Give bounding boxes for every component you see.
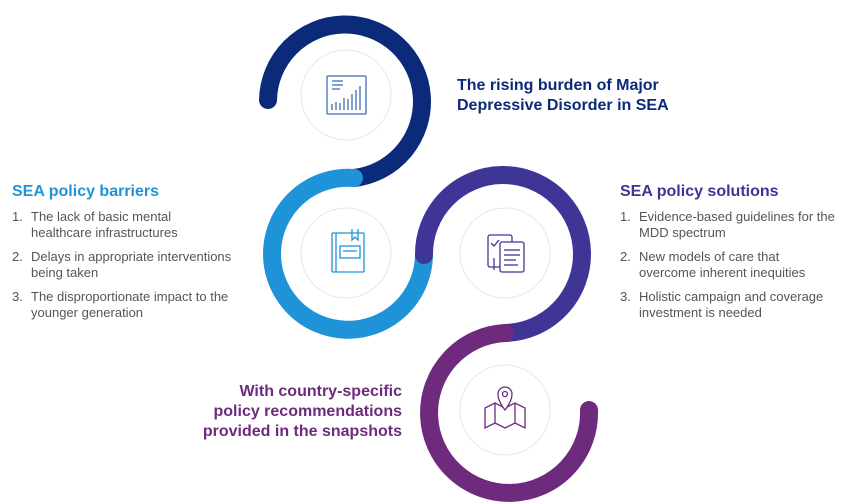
- item-number: 2.: [620, 249, 631, 264]
- top-heading-line: The rising burden of Major: [457, 77, 659, 94]
- list-item: 1. The lack of basic mental healthcare i…: [12, 209, 257, 241]
- item-text-line: MDD spectrum: [639, 225, 726, 240]
- checklist-document-icon: [487, 234, 525, 273]
- map-pin-icon: [484, 386, 526, 430]
- bar-chart-document-icon: [326, 75, 367, 115]
- ribbon-purple: [420, 324, 599, 502]
- bottom-heading-line: With country-specific: [239, 383, 402, 400]
- ribbon-light-blue: [263, 168, 433, 339]
- barriers-list: 1. The lack of basic mental healthcare i…: [12, 209, 257, 329]
- top-heading: The rising burden of Major Depressive Di…: [457, 76, 717, 116]
- item-text-line: being taken: [31, 265, 99, 280]
- book-icon: [331, 229, 365, 273]
- item-text-line: New models of care that: [639, 249, 780, 264]
- bottom-heading-line: provided in the snapshots: [202, 423, 402, 440]
- item-number: 1.: [12, 209, 23, 224]
- ribbon-indigo: [414, 166, 591, 342]
- list-item: 1. Evidence-based guidelines for the MDD…: [620, 209, 848, 241]
- ribbon-navy: [259, 15, 431, 187]
- circle-left: [300, 207, 392, 299]
- circle-top: [300, 49, 392, 141]
- item-text-line: The disproportionate impact to the: [31, 289, 229, 304]
- list-item: 2. Delays in appropriate interventions b…: [12, 249, 257, 281]
- item-text-line: Evidence-based guidelines for the: [639, 209, 835, 224]
- item-text-line: Holistic campaign and coverage: [639, 289, 824, 304]
- item-text-line: investment is needed: [639, 305, 762, 320]
- item-number: 2.: [12, 249, 23, 264]
- top-heading-line: Depressive Disorder in SEA: [457, 97, 669, 114]
- item-text-line: The lack of basic mental: [31, 209, 172, 224]
- bottom-heading-line: policy recommendations: [213, 403, 403, 420]
- left-heading: SEA policy barriers: [12, 183, 160, 200]
- item-number: 3.: [12, 289, 23, 304]
- list-item: 2. New models of care that overcome inhe…: [620, 249, 848, 281]
- list-item: 3. The disproportionate impact to the yo…: [12, 289, 257, 321]
- list-item: 3. Holistic campaign and coverage invest…: [620, 289, 848, 321]
- right-heading: SEA policy solutions: [620, 183, 779, 200]
- item-number: 1.: [620, 209, 631, 224]
- item-text-line: younger generation: [31, 305, 144, 320]
- item-number: 3.: [620, 289, 631, 304]
- item-text-line: Delays in appropriate interventions: [31, 249, 232, 264]
- item-text-line: overcome inherent inequities: [639, 265, 806, 280]
- bottom-heading: With country-specific policy recommendat…: [140, 382, 402, 442]
- item-text-line: healthcare infrastructures: [31, 225, 178, 240]
- solutions-list: 1. Evidence-based guidelines for the MDD…: [620, 209, 848, 329]
